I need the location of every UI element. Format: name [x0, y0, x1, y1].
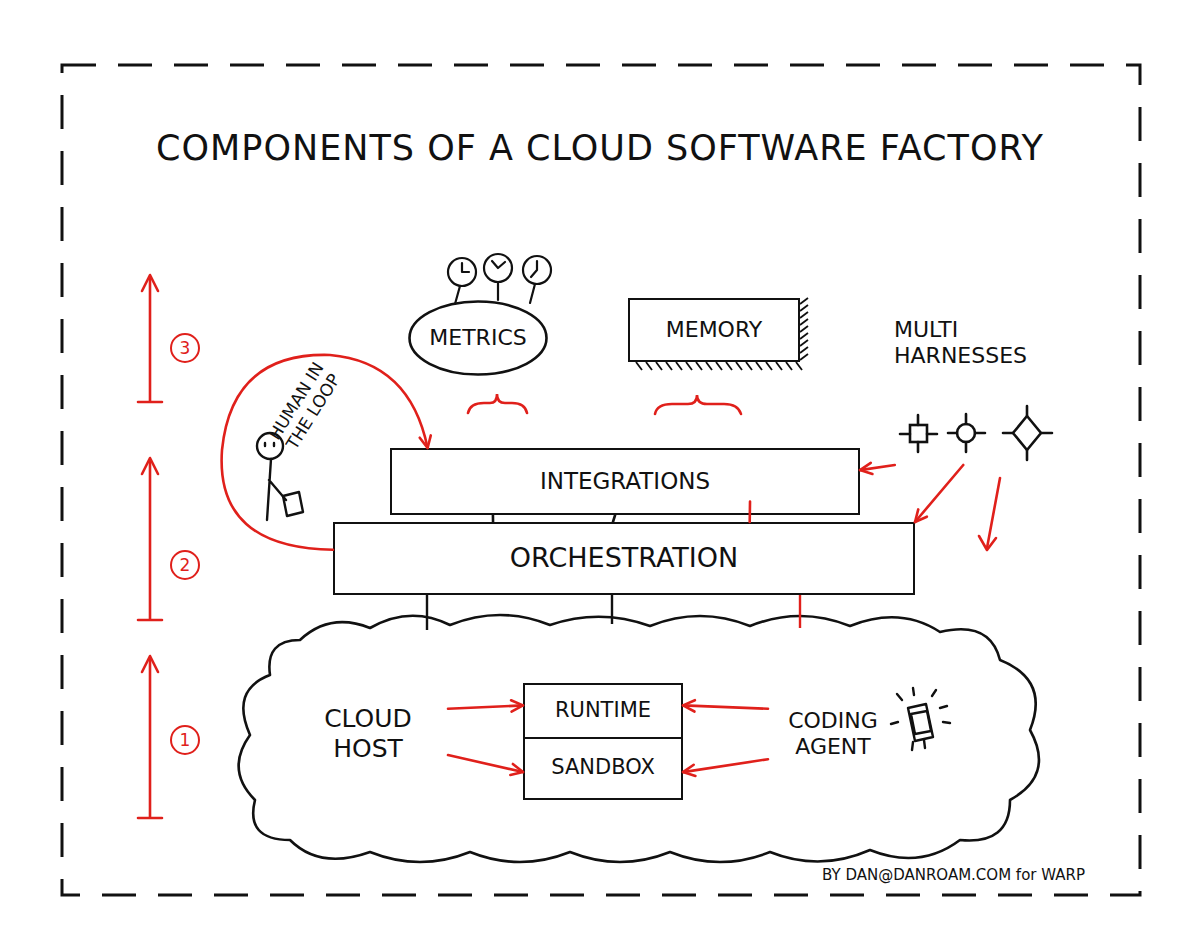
sandbox-box: SANDBOX: [523, 738, 683, 800]
connector: [749, 502, 750, 522]
clock-hands: [462, 263, 469, 272]
connector-line: [613, 515, 615, 522]
harness-symbols: [900, 406, 1052, 460]
phone-icon: [891, 688, 950, 750]
callout-number: 3: [170, 333, 200, 363]
metrics-ellipse: METRICS: [408, 300, 548, 376]
clock-stem: [530, 284, 535, 303]
loop-label: HUMAN IN THE LOOP: [265, 358, 346, 455]
circle-harness: [957, 424, 975, 442]
body: [267, 459, 286, 520]
callout-number: 2: [170, 550, 200, 580]
memory-box: MEMORY: [628, 298, 800, 362]
harness-pins: [900, 415, 937, 452]
square-harness: [910, 425, 927, 442]
arrow-line: [987, 478, 1000, 548]
node-text: INTEGRATIONS: [540, 468, 710, 496]
credit-note: BY DAN@DANROAM.COM for WARP: [822, 866, 1085, 884]
connector: [492, 515, 493, 522]
clipboard: [283, 492, 303, 516]
connector-line: [683, 705, 768, 708]
legs: [912, 740, 925, 750]
connector: [683, 700, 768, 711]
agent-label-node: CODING AGENT: [768, 692, 898, 776]
leader-line: [799, 595, 801, 628]
connector-line: [860, 465, 895, 470]
clock-stem: [455, 286, 460, 304]
arrow-head: [142, 656, 158, 672]
arrow-head: [683, 765, 695, 776]
connector: [613, 515, 615, 522]
connector: [448, 755, 523, 775]
phone: [908, 704, 933, 741]
clock: [484, 254, 512, 282]
connector: [448, 700, 523, 711]
arrow-head: [683, 700, 695, 711]
arrow-head: [860, 463, 872, 474]
level-arrow: [138, 460, 162, 620]
diagram-title: COMPONENTS OF A CLOUD SOFTWARE FACTORY: [0, 128, 1200, 168]
connector-line: [492, 515, 495, 522]
node-text: CLOUD HOST: [301, 704, 436, 764]
brace: [655, 395, 741, 414]
host-label-node: CLOUD HOST: [288, 692, 448, 776]
leader-line: [427, 595, 612, 630]
node-text: ORCHESTRATION: [510, 542, 738, 574]
brace: [468, 394, 527, 413]
signal-ticks: [891, 688, 950, 724]
node-text: MEMORY: [666, 317, 763, 343]
connector-line: [748, 502, 751, 522]
node-text: SANDBOX: [551, 755, 655, 780]
dashed-frame: [62, 65, 1140, 895]
callout-number: 1: [170, 725, 200, 755]
level-arrow: [138, 277, 162, 402]
connector: [222, 355, 431, 550]
harness-pins: [1003, 406, 1052, 460]
harness-arrow: [979, 478, 1000, 550]
node-text: CODING AGENT: [771, 708, 896, 761]
connector-line: [915, 465, 963, 522]
clock-stem: [497, 282, 499, 300]
arrow-head: [420, 435, 431, 448]
connector: [860, 463, 895, 474]
harness-pins: [948, 414, 985, 452]
layer-band: INTEGRATIONS: [390, 448, 860, 515]
clock: [448, 258, 476, 286]
arrow-head: [979, 536, 996, 550]
clock: [523, 256, 551, 284]
connector-line: [448, 755, 523, 772]
arrow-head: [142, 458, 158, 474]
arrow-head: [511, 700, 523, 711]
clock-hands: [492, 261, 505, 268]
node-text: METRICS: [429, 325, 526, 351]
ellipse-shape: [410, 302, 547, 375]
level-arrow: [138, 658, 162, 818]
connector: [915, 465, 963, 522]
clock-hands: [531, 261, 537, 277]
connector-line: [222, 355, 428, 550]
arrow-head: [142, 275, 158, 291]
runtime-box: RUNTIME: [523, 683, 683, 739]
node-text: MULTI HARNESSES: [894, 317, 1064, 370]
level-arrows: [138, 275, 162, 818]
harness-group: MULTI HARNESSES: [880, 315, 1065, 465]
hatching: [636, 298, 808, 370]
connector-line: [683, 759, 768, 772]
connector-line: [448, 705, 523, 708]
screen: [911, 711, 931, 734]
cloud-outline: [239, 615, 1039, 862]
node-text: RUNTIME: [555, 698, 651, 723]
diamond-harness: [1013, 416, 1041, 450]
arrow-head: [510, 764, 523, 775]
clock-gauges: [448, 254, 551, 304]
arrow-head: [915, 509, 927, 522]
layer-band: ORCHESTRATION: [333, 522, 915, 595]
connector: [683, 759, 768, 776]
eyes: [265, 443, 274, 446]
